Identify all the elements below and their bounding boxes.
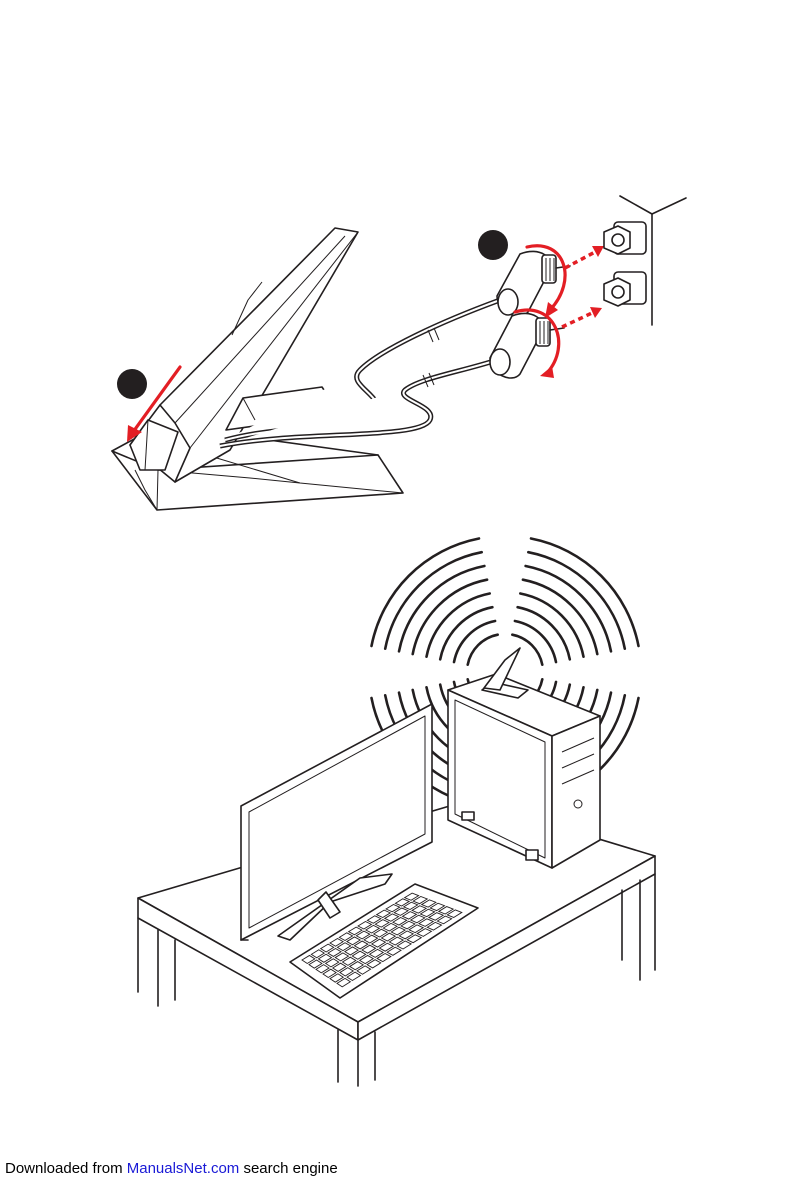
- signal-wave-arc: [413, 580, 487, 654]
- step-badge-2: [478, 230, 508, 260]
- antenna-jack-2: [604, 278, 630, 306]
- signal-wave-arc: [372, 539, 480, 647]
- signal-wave-arc: [399, 566, 484, 651]
- signal-wave-arc: [454, 621, 495, 662]
- footer-suffix: search engine: [239, 1160, 337, 1177]
- rear-io-panel: [614, 196, 686, 325]
- antenna-jack-1: [604, 226, 630, 254]
- signal-wave-arc: [523, 580, 597, 654]
- insert-arrow-2: [562, 307, 602, 327]
- step-badge-1: [117, 369, 147, 399]
- footer-credit: Downloaded from ManualsNet.com search en…: [5, 1160, 338, 1177]
- signal-wave-arc: [526, 566, 611, 651]
- desktop-setup: [138, 539, 655, 1087]
- signal-wave-arc: [515, 621, 556, 662]
- insert-arrow-1: [565, 246, 604, 268]
- mini-antenna: [482, 648, 528, 698]
- antenna-assembly: [112, 196, 686, 510]
- signal-wave-arc: [531, 539, 639, 647]
- footer-link[interactable]: ManualsNet.com: [127, 1160, 240, 1177]
- signal-wave-arc: [468, 635, 498, 665]
- footer-prefix: Downloaded from: [5, 1160, 127, 1177]
- antenna-connector-1: [497, 251, 570, 316]
